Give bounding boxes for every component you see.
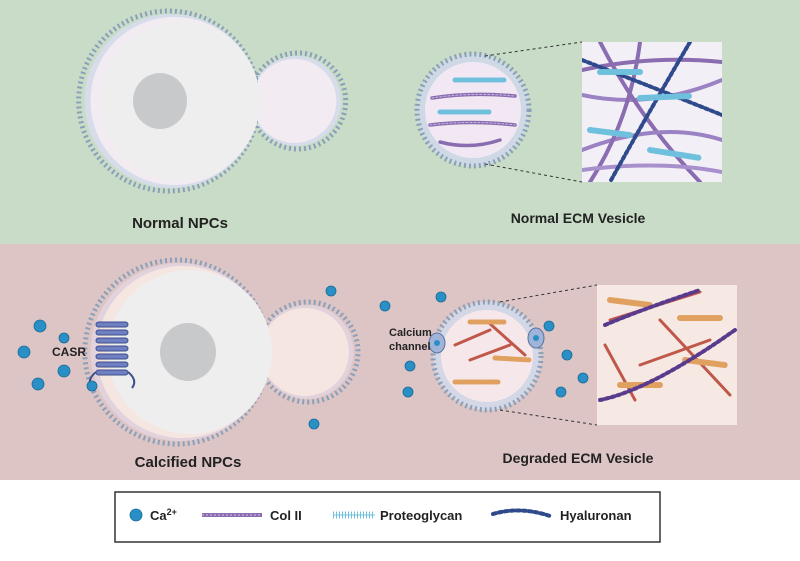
normal-ecm-zoom — [582, 42, 722, 182]
nucleus-icon — [133, 73, 187, 129]
normal-ecm-vesicle: Normal ECM Vesicle — [414, 51, 646, 226]
normal-npc-cell: Normal NPCs — [76, 8, 349, 232]
hyaluronan-icon — [491, 508, 552, 518]
calcified-npcs-label: Calcified NPCs — [135, 454, 242, 471]
calcium-channel-label-line1: Calcium — [389, 327, 432, 339]
nucleus-icon — [160, 323, 216, 381]
calcium-ion-icon — [129, 508, 143, 522]
legend-ca-label: Ca2+ — [150, 507, 177, 523]
calcium-channel-icon — [428, 332, 446, 354]
degraded-ecm-zoom — [597, 285, 737, 425]
legend-hyaluronan-label: Hyaluronan — [560, 508, 632, 523]
normal-ecm-vesicle-label: Normal ECM Vesicle — [511, 210, 646, 226]
degraded-ecm-vesicle-label: Degraded ECM Vesicle — [503, 450, 654, 466]
calcium-channel-label-line2: channel — [389, 341, 431, 353]
legend-col-label: Col II — [270, 508, 302, 523]
legend: Ca2+ Col II Proteoglycan Hyaluronan — [114, 491, 661, 543]
degraded-ecm-vesicle: Calcium channel Degraded ECM Vesicle — [389, 299, 654, 466]
normal-npcs-label: Normal NPCs — [132, 215, 228, 232]
casr-label: CASR — [52, 345, 86, 359]
calcified-npc-cell: CASR Calcified NPCs — [52, 257, 361, 471]
legend-proteoglycan-label: Proteoglycan — [380, 508, 462, 523]
calcium-channel-icon — [527, 327, 545, 349]
